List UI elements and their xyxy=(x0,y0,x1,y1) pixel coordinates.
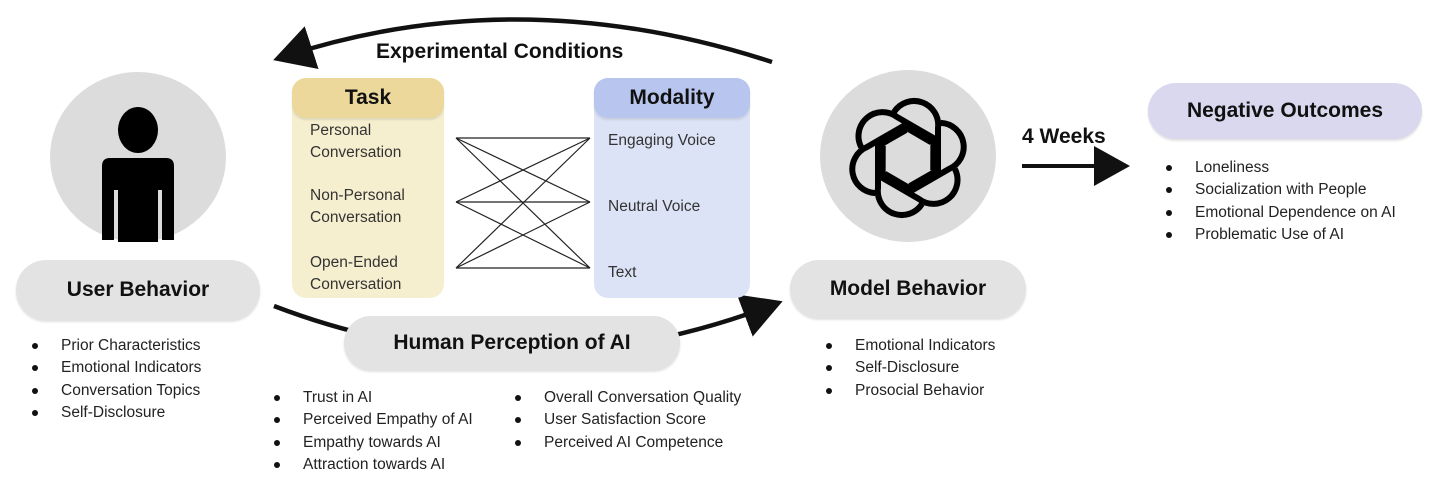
perception-list-left: Trust in AI Perceived Empathy of AI Empa… xyxy=(270,387,473,476)
task-item: Open-Ended Conversation xyxy=(310,254,402,293)
list-item: Conversation Topics xyxy=(28,380,201,402)
modality-item: Neutral Voice xyxy=(608,198,701,215)
task-modality-cross-lines xyxy=(455,137,591,269)
person-icon xyxy=(102,107,174,242)
list-item: Self-Disclosure xyxy=(822,357,995,379)
list-item: Empathy towards AI xyxy=(270,432,473,454)
list-item: Attraction towards AI xyxy=(270,454,473,476)
model-behavior-list: Emotional Indicators Self-Disclosure Pro… xyxy=(822,335,995,402)
experimental-conditions-arrow xyxy=(273,17,773,70)
list-item: User Satisfaction Score xyxy=(511,409,741,431)
modality-item: Engaging Voice xyxy=(608,132,716,149)
modality-header: Modality xyxy=(594,78,750,118)
user-avatar xyxy=(50,72,226,242)
list-item: Emotional Indicators xyxy=(28,357,201,379)
user-behavior-list: Prior Characteristics Emotional Indicato… xyxy=(28,335,201,424)
openai-logo-icon xyxy=(849,97,967,219)
list-item: Overall Conversation Quality xyxy=(511,387,741,409)
task-header: Task xyxy=(292,78,444,118)
list-item: Problematic Use of AI xyxy=(1162,224,1396,246)
negative-outcomes-list: Loneliness Socialization with People Emo… xyxy=(1162,157,1396,246)
four-weeks-label: 4 Weeks xyxy=(1022,125,1106,148)
list-item: Perceived AI Competence xyxy=(511,432,741,454)
negative-outcomes-pill: Negative Outcomes xyxy=(1148,83,1422,139)
list-item: Emotional Indicators xyxy=(822,335,995,357)
modality-panel: Modality Engaging Voice Neutral Voice Te… xyxy=(594,78,750,298)
list-item: Socialization with People xyxy=(1162,179,1396,201)
task-item: Non-Personal Conversation xyxy=(310,187,405,226)
perception-list-right: Overall Conversation Quality User Satisf… xyxy=(511,387,741,454)
human-perception-pill: Human Perception of AI xyxy=(344,316,680,370)
list-item: Self-Disclosure xyxy=(28,402,201,424)
list-item: Trust in AI xyxy=(270,387,473,409)
experimental-conditions-title: Experimental Conditions xyxy=(376,40,624,63)
model-avatar xyxy=(820,70,996,242)
list-item: Emotional Dependence on AI xyxy=(1162,202,1396,224)
user-behavior-pill: User Behavior xyxy=(16,260,260,320)
list-item: Prior Characteristics xyxy=(28,335,201,357)
task-panel: Task Personal Conversation Non-Personal … xyxy=(292,78,444,298)
task-item: Personal Conversation xyxy=(310,122,402,161)
model-behavior-pill: Model Behavior xyxy=(790,260,1026,318)
list-item: Perceived Empathy of AI xyxy=(270,409,473,431)
modality-item: Text xyxy=(608,264,637,281)
list-item: Prosocial Behavior xyxy=(822,380,995,402)
list-item: Loneliness xyxy=(1162,157,1396,179)
